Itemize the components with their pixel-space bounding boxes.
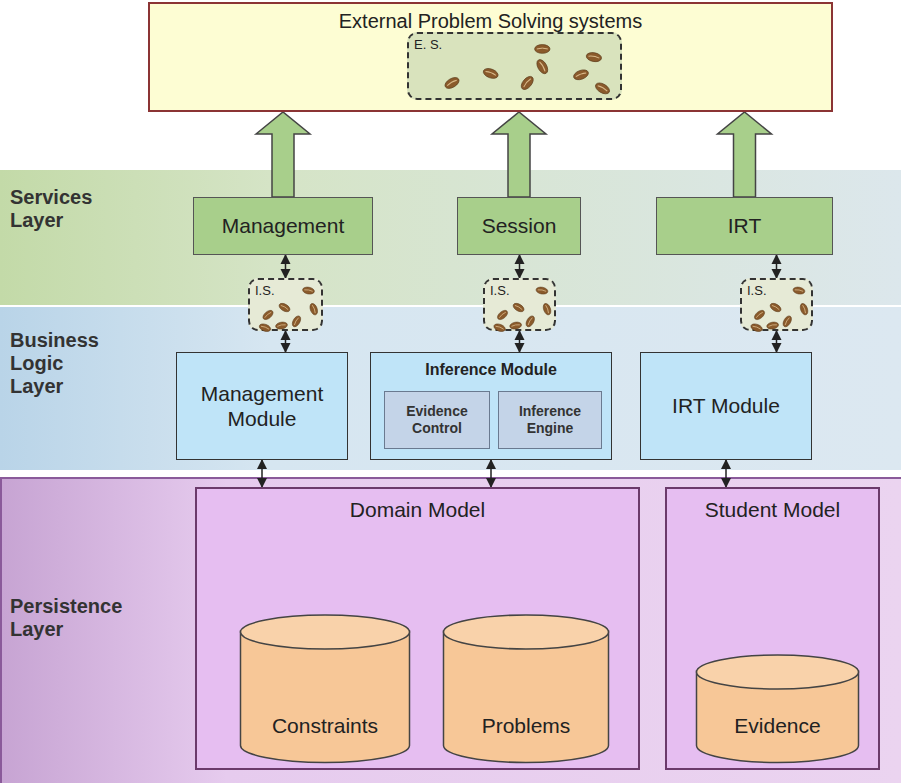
node-label: Inference Module xyxy=(371,353,611,379)
service-group: I.S. xyxy=(248,278,323,331)
data-arrow xyxy=(519,255,521,278)
database-cylinder: Problems xyxy=(442,614,610,764)
data-arrow xyxy=(490,460,492,487)
node-label: Evidence Control xyxy=(385,403,489,437)
cylinder-outline xyxy=(442,614,610,764)
service-group: E. S. xyxy=(407,32,622,100)
service-box: IRT xyxy=(656,197,833,255)
submodule-box: Inference Engine xyxy=(498,391,602,449)
cylinder-top xyxy=(697,655,859,689)
module-box: Management Module xyxy=(176,352,348,460)
model-box: Student ModelEvidence xyxy=(665,487,880,770)
service-arrow xyxy=(256,112,310,197)
module-box: Inference ModuleEvidence Control Inferenc… xyxy=(370,352,612,460)
service-arrow xyxy=(492,112,546,197)
node-label: I.S. xyxy=(485,280,554,298)
database-cylinder: Constraints xyxy=(239,614,411,764)
cylinder-outline xyxy=(239,614,411,764)
node-label: Domain Model xyxy=(197,489,638,523)
node-label: I.S. xyxy=(742,280,811,298)
service-box: Session xyxy=(457,197,581,255)
layer-band: Business Logic LayerManagement Module Inf… xyxy=(0,307,901,470)
node-label: Services Layer xyxy=(0,186,110,232)
node-label: Session xyxy=(476,214,563,238)
node-label: Evidence xyxy=(734,714,820,764)
node-label: Constraints xyxy=(272,714,378,764)
node-label: I.S. xyxy=(250,280,321,298)
service-group: I.S. xyxy=(483,278,556,331)
node-label: External Problem Solving systems xyxy=(150,4,831,33)
node-label: Inference Engine xyxy=(499,403,601,437)
node-label: Business Logic Layer xyxy=(0,329,110,398)
node-label: Problems xyxy=(482,714,571,764)
cylinder-body xyxy=(241,631,410,763)
data-arrow xyxy=(725,460,727,487)
node-label: E. S. xyxy=(409,34,620,52)
data-arrow xyxy=(776,331,778,352)
node-label: IRT Module xyxy=(664,393,788,418)
cylinder-top xyxy=(444,615,609,649)
cylinder-body xyxy=(444,631,609,763)
module-box: IRT Module xyxy=(640,352,812,460)
service-box: Management xyxy=(193,197,373,255)
data-arrow xyxy=(285,255,287,278)
data-arrow xyxy=(261,460,263,487)
data-arrow xyxy=(776,255,778,278)
system-box: External Problem Solving systemsE. S. xyxy=(148,2,833,112)
service-group: I.S. xyxy=(740,278,813,331)
data-arrow xyxy=(519,331,521,352)
model-box: Domain ModelConstraints Problems xyxy=(195,487,640,770)
cylinder-outline xyxy=(695,654,860,764)
node-label: Management Module xyxy=(177,381,347,431)
cylinder-top xyxy=(241,615,410,649)
node-label: Management xyxy=(216,214,351,238)
layer-band: Persistence Layer Domain ModelConstraints… xyxy=(0,477,901,783)
service-arrow xyxy=(718,112,772,197)
node-label: Persistence Layer xyxy=(0,595,160,641)
data-arrow xyxy=(285,331,287,352)
submodule-box: Evidence Control xyxy=(384,391,490,449)
node-label: Student Model xyxy=(697,489,849,523)
database-cylinder: Evidence xyxy=(695,654,860,764)
node-label: IRT xyxy=(722,214,767,238)
